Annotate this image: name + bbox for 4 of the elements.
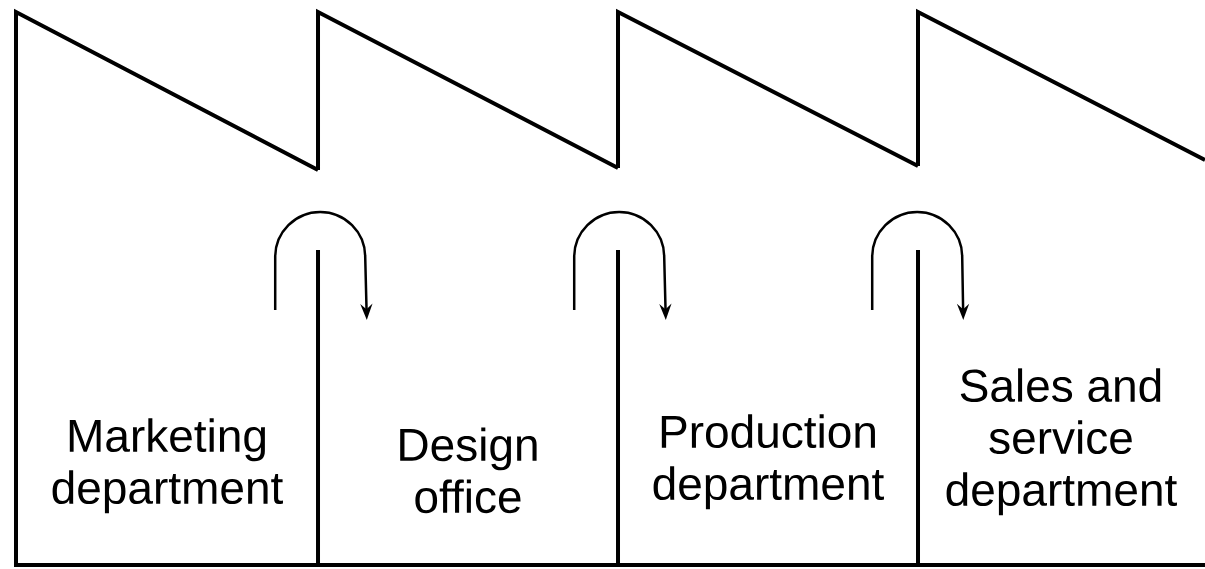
department-room: Design office bbox=[316, 8, 619, 567]
department-room: Production department bbox=[616, 8, 919, 567]
department-room: Marketing department bbox=[14, 8, 319, 567]
department-room: Sales and service department bbox=[916, 8, 1205, 567]
